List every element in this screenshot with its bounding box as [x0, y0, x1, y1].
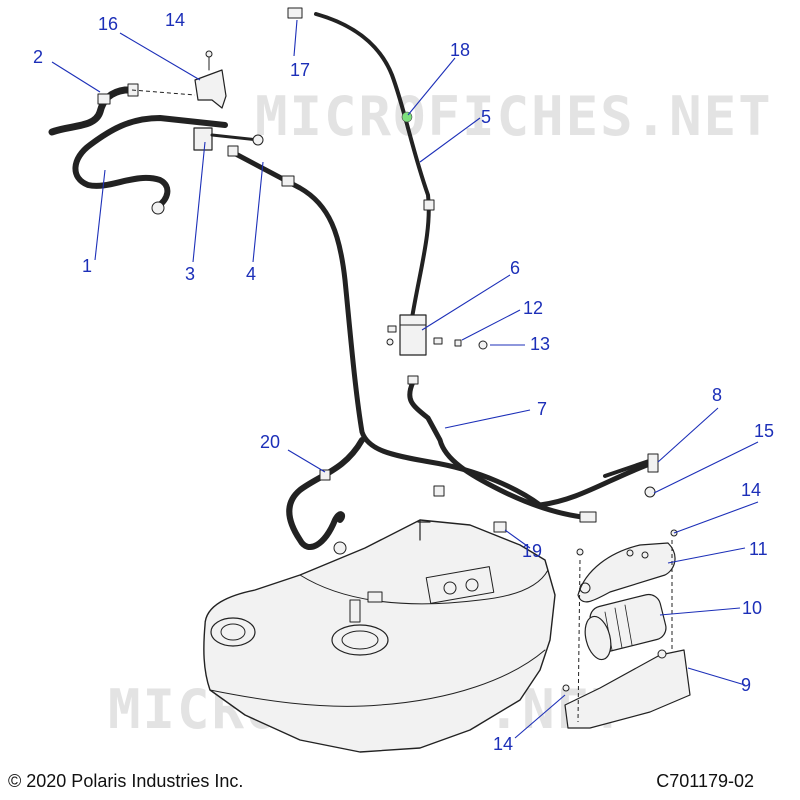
- callout-19: 19: [522, 541, 542, 561]
- assembly-line-left: [577, 559, 581, 723]
- part-5-vent-line: [287, 7, 435, 320]
- callout-1: 1: [82, 256, 92, 276]
- callout-4: 4: [246, 264, 256, 284]
- clip-mid: [433, 485, 445, 497]
- callout-20: 20: [260, 432, 280, 452]
- callout-12: 12: [523, 298, 543, 318]
- callout-7: 7: [537, 399, 547, 419]
- callout-3: 3: [185, 264, 195, 284]
- callout-9: 9: [741, 675, 751, 695]
- part-7-canister-hose: [407, 375, 597, 523]
- callout-14-top: 14: [165, 10, 185, 30]
- leader-lines: [51, 19, 759, 739]
- part-8-connector: [603, 453, 659, 498]
- part-12-clip: [454, 339, 462, 347]
- callout-13: 13: [530, 334, 550, 354]
- part-10-fuel-pump: [584, 593, 667, 661]
- part-9-mounting-plate: [562, 649, 691, 729]
- callout-2: 2: [33, 47, 43, 67]
- part-16-bracket: [194, 50, 227, 109]
- part-15-grommet: [644, 486, 656, 498]
- part-3-valve: [193, 127, 264, 151]
- callout-15: 15: [754, 421, 774, 441]
- part-20-lower-hose: [286, 437, 365, 555]
- part-1-vent-tube: [72, 115, 228, 215]
- callout-18: 18: [450, 40, 470, 60]
- part-4-fuel-line: [227, 145, 658, 508]
- callout-16: 16: [98, 14, 118, 34]
- part-13-screw: [478, 340, 488, 350]
- part-18-clip-highlight: [401, 111, 413, 123]
- callout-labels: 2 16 14 17 18 5 1 3 4 6 12 13 7 8 15 20 …: [33, 10, 774, 754]
- fuel-tank: [203, 519, 556, 753]
- callout-8: 8: [712, 385, 722, 405]
- callout-5: 5: [481, 107, 491, 127]
- part-11-shield: [576, 529, 678, 603]
- callout-17: 17: [290, 60, 310, 80]
- part-6-canister: [386, 314, 488, 356]
- callout-11: 11: [749, 539, 768, 559]
- part-19-clip: [493, 521, 507, 533]
- callout-10: 10: [742, 598, 762, 618]
- copyright-notice: © 2020 Polaris Industries Inc.: [8, 771, 244, 791]
- drawing-number: C701179-02: [656, 771, 754, 791]
- callout-6: 6: [510, 258, 520, 278]
- assembly-line-hose: [131, 89, 196, 96]
- watermark-top: MICROFICHES.NET: [255, 85, 773, 148]
- callout-14-bottom: 14: [493, 734, 513, 754]
- callout-14-right: 14: [741, 480, 761, 500]
